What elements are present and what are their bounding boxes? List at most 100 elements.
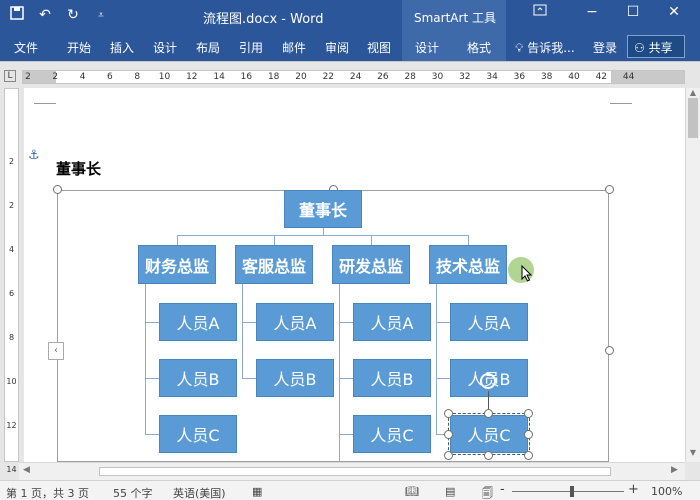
tell-me-box[interactable]: 💡︎ 告诉我... (515, 39, 575, 56)
horizontal-scroll-thumb[interactable] (99, 467, 611, 476)
margin-mark-left (34, 92, 56, 104)
zoom-level[interactable]: 100% (651, 485, 683, 498)
org-node-root[interactable]: 董事长 (284, 190, 362, 228)
web-layout-icon[interactable]: 🗐︎ (482, 487, 493, 500)
tab-file[interactable]: 文件 (14, 41, 39, 55)
ruler-number: 10 (6, 377, 17, 386)
tab-layout[interactable]: 布局 (196, 41, 221, 55)
org-node-staff[interactable]: 人员A (159, 303, 237, 341)
scroll-right-icon[interactable]: ▶ (671, 465, 678, 475)
margin-mark-right (610, 92, 632, 104)
ruler-number: 26 (377, 72, 389, 82)
tab-design[interactable]: 设计 (153, 41, 178, 55)
vertical-scrollbar[interactable]: ▲ ▼ (685, 88, 700, 462)
macro-recording-icon[interactable]: ▦ (252, 485, 263, 498)
frame-handle-mr[interactable] (605, 346, 614, 355)
ruler-number: 14 (6, 465, 17, 474)
org-node-staff[interactable]: 人员B (256, 359, 334, 397)
language-status[interactable]: 英语(美国) (173, 487, 226, 500)
tab-smartart-format[interactable]: 格式 (467, 41, 492, 55)
org-node-staff[interactable]: 人员C (159, 415, 237, 453)
zoom-out-button[interactable]: - (500, 482, 505, 497)
selection-handle[interactable] (524, 430, 533, 439)
org-node-staff-selected[interactable]: 人员C (450, 415, 528, 453)
text-pane-toggle[interactable]: ‹ (48, 342, 64, 360)
frame-handle-tr[interactable] (605, 185, 614, 194)
org-node-staff[interactable]: 人员C (353, 415, 431, 453)
ruler-number: 36 (513, 72, 526, 82)
tab-mailings[interactable]: 邮件 (282, 41, 307, 55)
connector-line (468, 235, 469, 245)
selection-handle[interactable] (484, 409, 493, 418)
maximize-icon[interactable]: ☐ (626, 4, 640, 20)
redo-icon[interactable]: ↻ (67, 7, 79, 23)
ruler-number: 30 (431, 72, 444, 82)
frame-handle-tl[interactable] (53, 185, 62, 194)
selection-handle[interactable] (524, 451, 533, 460)
org-node-director[interactable]: 财务总监 (138, 245, 216, 284)
ruler-number: 8 (134, 72, 141, 82)
undo-icon[interactable]: ↶ (39, 7, 51, 23)
vertical-scroll-thumb[interactable] (688, 98, 698, 138)
org-node-staff[interactable]: 人员A (450, 303, 528, 341)
close-icon[interactable]: ✕ (668, 4, 680, 20)
ruler-number: 22 (322, 72, 335, 82)
zoom-slider-thumb[interactable] (570, 486, 574, 497)
selection-handle[interactable] (524, 409, 533, 418)
ribbon-tabs: 文件 开始 插入 设计 布局 引用 邮件 审阅 视图 设计 格式 💡︎ 告诉我.… (0, 33, 700, 61)
tab-review[interactable]: 审阅 (325, 41, 350, 55)
connector-line (339, 284, 340, 462)
cursor-highlight (508, 257, 534, 283)
login-link[interactable]: 登录 (593, 41, 618, 55)
tab-smartart-design[interactable]: 设计 (415, 41, 440, 55)
ruler-number: 42 (595, 72, 608, 82)
tab-selector[interactable]: L (4, 70, 16, 82)
selection-handle[interactable] (444, 451, 453, 460)
horizontal-scrollbar[interactable]: ◀ ▶ (19, 462, 685, 480)
ribbon-display-options-icon[interactable] (530, 4, 550, 20)
share-button[interactable]: ⚇ 共享 (627, 35, 685, 58)
print-layout-icon[interactable]: ▤ (445, 485, 456, 498)
selection-outline (448, 413, 530, 455)
org-node-staff[interactable]: 人员B (353, 359, 431, 397)
scroll-left-icon[interactable]: ◀ (23, 465, 30, 475)
tab-home[interactable]: 开始 (67, 41, 92, 55)
contextual-tab-background (402, 33, 506, 61)
org-node-director[interactable]: 研发总监 (332, 245, 410, 284)
connector-line (242, 322, 256, 323)
share-label: 共享 (648, 41, 673, 55)
page: ⚓︎ 董事长 ‹ (24, 88, 685, 462)
word-count[interactable]: 55 个字 (113, 487, 153, 500)
zoom-in-button[interactable]: + (628, 482, 639, 497)
tab-references[interactable]: 引用 (239, 41, 264, 55)
org-node-staff[interactable]: 人员A (256, 303, 334, 341)
selection-handle[interactable] (484, 451, 493, 460)
connector-line (339, 434, 353, 435)
rotate-stem (488, 391, 489, 409)
scroll-up-icon[interactable]: ▲ (689, 88, 697, 97)
org-node-director[interactable]: 客服总监 (235, 245, 313, 284)
org-node-director[interactable]: 技术总监 (429, 245, 507, 284)
minimize-icon[interactable]: − (586, 4, 598, 20)
ruler-number: 18 (267, 72, 280, 82)
ruler-number: 28 (404, 72, 416, 82)
tab-view[interactable]: 视图 (367, 41, 392, 55)
document-title: 流程图.docx - Word (203, 12, 324, 27)
scroll-down-icon[interactable]: ▼ (689, 448, 697, 457)
connector-line (145, 434, 159, 435)
page-count[interactable]: 第 1 页，共 3 页 (6, 487, 89, 500)
rotate-handle-icon[interactable] (480, 373, 496, 389)
selection-handle[interactable] (444, 430, 453, 439)
save-icon[interactable] (8, 6, 26, 24)
org-node-staff[interactable]: 人员A (353, 303, 431, 341)
zoom-slider[interactable] (512, 491, 624, 492)
dropdown-icon[interactable]: ⩡ (98, 9, 104, 21)
read-mode-icon[interactable]: 📖︎ (405, 485, 419, 498)
org-node-staff[interactable]: 人员B (159, 359, 237, 397)
selection-handle[interactable] (444, 409, 453, 418)
tab-insert[interactable]: 插入 (110, 41, 135, 55)
